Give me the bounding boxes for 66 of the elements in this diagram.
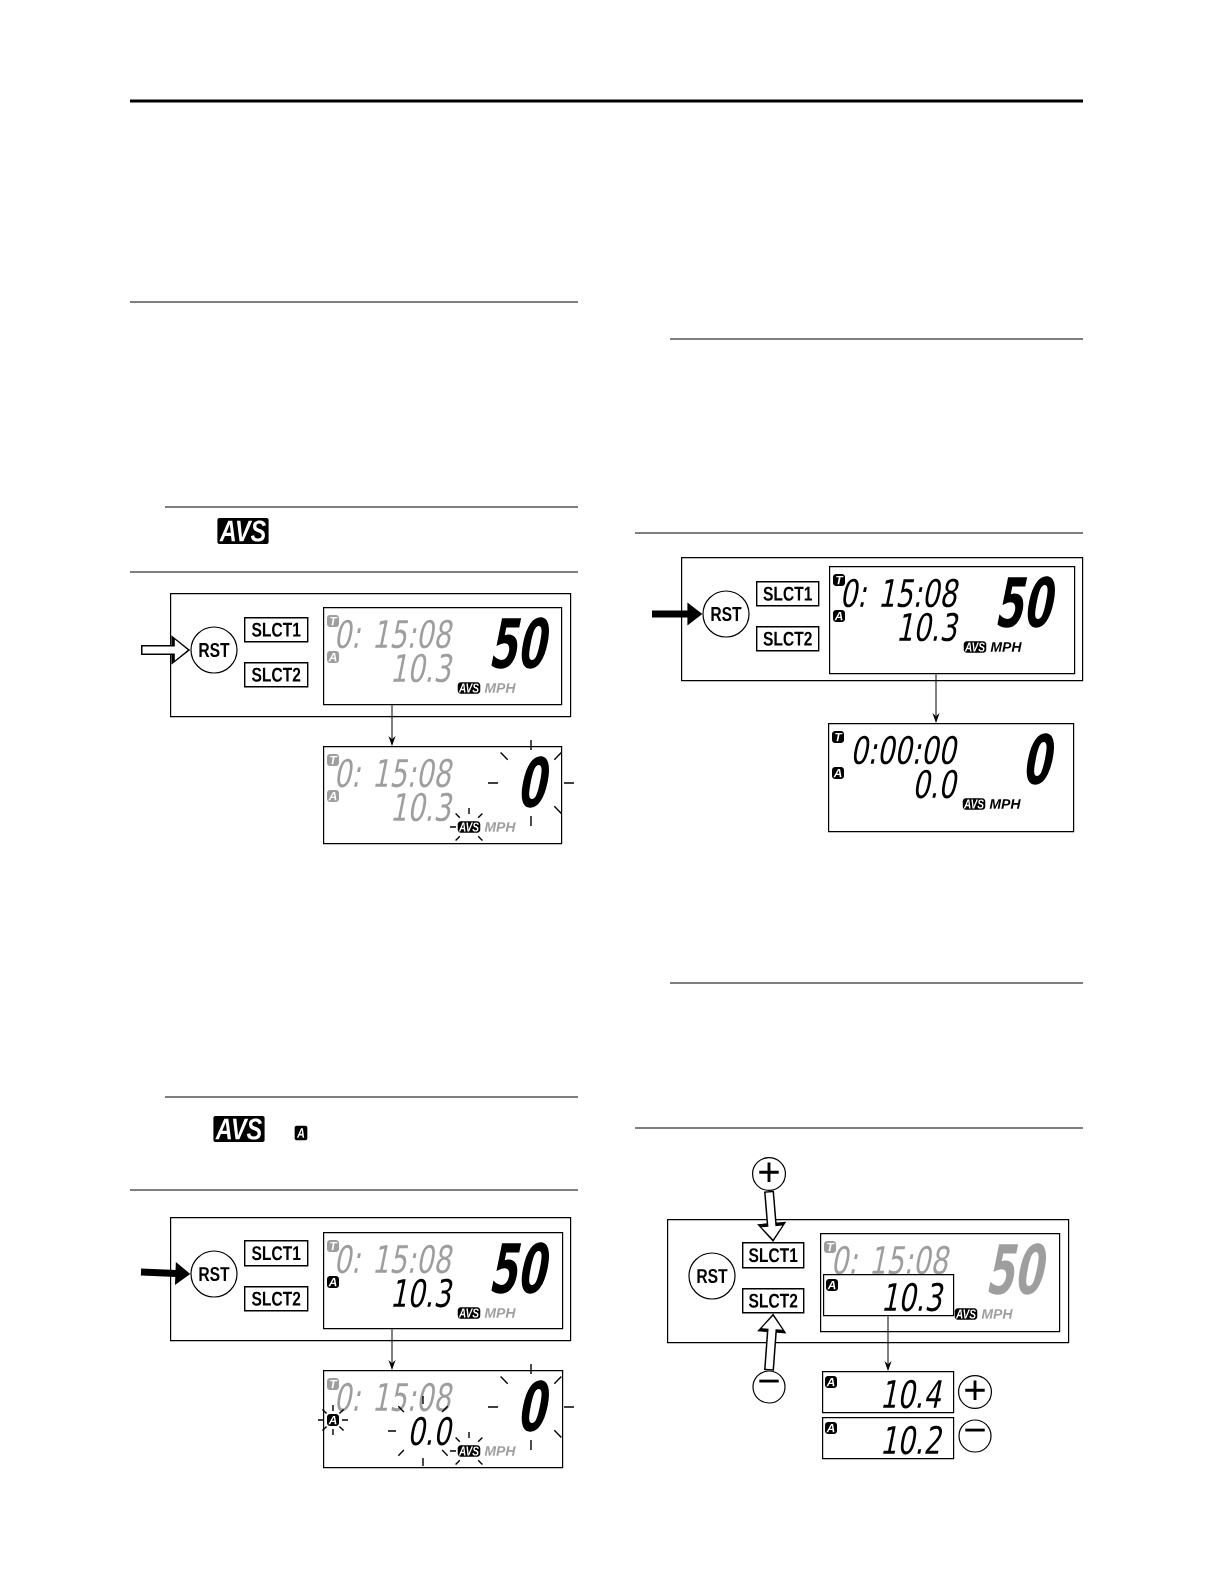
distance-readout: 10.3 [393,792,453,822]
symbol-label: A [294,1125,308,1141]
lcd-display [323,607,563,706]
arrow [885,1315,891,1370]
lcd-display [828,723,1075,833]
avs-indicator: AVS [954,1308,978,1320]
time-readout: 0:00:00 [853,735,958,765]
distance-readout: 10.4 [883,1379,942,1409]
avs-indicator: AVS [457,821,481,833]
unit-label: MPH [990,642,1022,652]
unit-label: MPH [484,1446,516,1456]
distance-readout: 10.3 [899,612,959,642]
distance-readout: 10.2 [883,1425,943,1455]
speed-readout: 50 [491,617,549,669]
arrow [933,673,939,722]
button-box: SLCT2 [756,626,820,652]
button-box: SLCT1 [756,581,820,607]
speed-readout: 50 [988,1243,1046,1295]
avs-indicator: AVS [457,682,481,694]
time-readout: 0: 15:08 [337,1244,453,1274]
button-box: SLCT2 [244,1286,309,1312]
device-panel [170,1217,572,1342]
button-box: SLCT1 [742,1242,805,1269]
arrow [389,704,395,745]
button-box: SLCT1 [244,617,309,643]
lcd-display [820,1233,1061,1333]
button-box: SLCT2 [742,1288,805,1314]
time-readout: 0: 15:08 [834,1245,950,1275]
button-box: SLCT2 [244,662,309,688]
distance-readout: 0.0 [410,1416,453,1446]
distance-readout: 10.3 [393,1278,453,1308]
lcd-display [323,1232,564,1330]
lcd-display [822,1417,955,1460]
lcd-display [822,1371,955,1414]
distance-readout: 10.3 [393,653,453,683]
distance-readout: 10.3 [884,1282,944,1312]
symbol-label: AVS [217,518,269,545]
lcd-display [323,739,575,845]
avs-indicator: AVS [963,641,987,653]
time-readout: 0: 15:08 [337,1382,453,1412]
unit-label: MPH [989,799,1021,809]
distance-readout: 0.0 [915,769,958,799]
unit-label: MPH [484,683,516,693]
speed-readout: 0 [521,756,549,808]
speed-readout: 0 [1026,733,1054,785]
button-box: SLCT1 [244,1240,309,1267]
unit-label: MPH [981,1309,1013,1319]
device-panel [681,557,1084,682]
symbol-label: AVS [213,1116,265,1143]
time-readout: 0: 15:08 [337,758,453,788]
speed-readout: 50 [997,576,1055,628]
unit-label: MPH [484,1308,516,1318]
avs-indicator: AVS [962,798,986,810]
avs-indicator: AVS [457,1445,481,1457]
arrow [389,1328,395,1369]
avs-indicator: AVS [457,1307,481,1319]
lcd-display [317,1363,575,1469]
unit-label: MPH [484,822,516,832]
lcd-display [823,1274,955,1317]
speed-readout: 50 [491,1242,549,1294]
time-readout: 0: 15:08 [337,619,453,649]
lcd-display [829,566,1076,675]
device-panel [170,593,572,718]
time-readout: 0: 15:08 [843,578,959,608]
speed-readout: 0 [521,1380,549,1432]
device-panel [667,1219,1070,1344]
